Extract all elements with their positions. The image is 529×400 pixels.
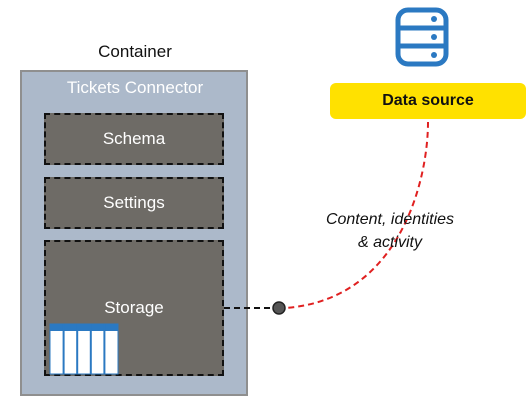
- flow-label-line1: Content, identities: [325, 211, 455, 228]
- database-icon: [395, 7, 449, 67]
- settings-label: Settings: [103, 193, 165, 212]
- container-label: Container: [98, 42, 172, 61]
- storage-blocks-icon: [49, 323, 119, 375]
- data-source-label: Data source: [382, 92, 474, 109]
- flow-label-line2: & activity: [357, 234, 422, 251]
- connector-title: Tickets Connector: [66, 78, 204, 97]
- data-flow-path: [284, 121, 429, 309]
- data-source-box: Data source: [330, 83, 526, 119]
- schema-label: Schema: [102, 129, 166, 148]
- junction-node: [272, 301, 286, 315]
- schema-component: Schema: [44, 113, 224, 165]
- flow-label: Content, identities & activity: [300, 208, 480, 254]
- settings-component: Settings: [44, 177, 224, 229]
- storage-label: Storage: [104, 298, 164, 317]
